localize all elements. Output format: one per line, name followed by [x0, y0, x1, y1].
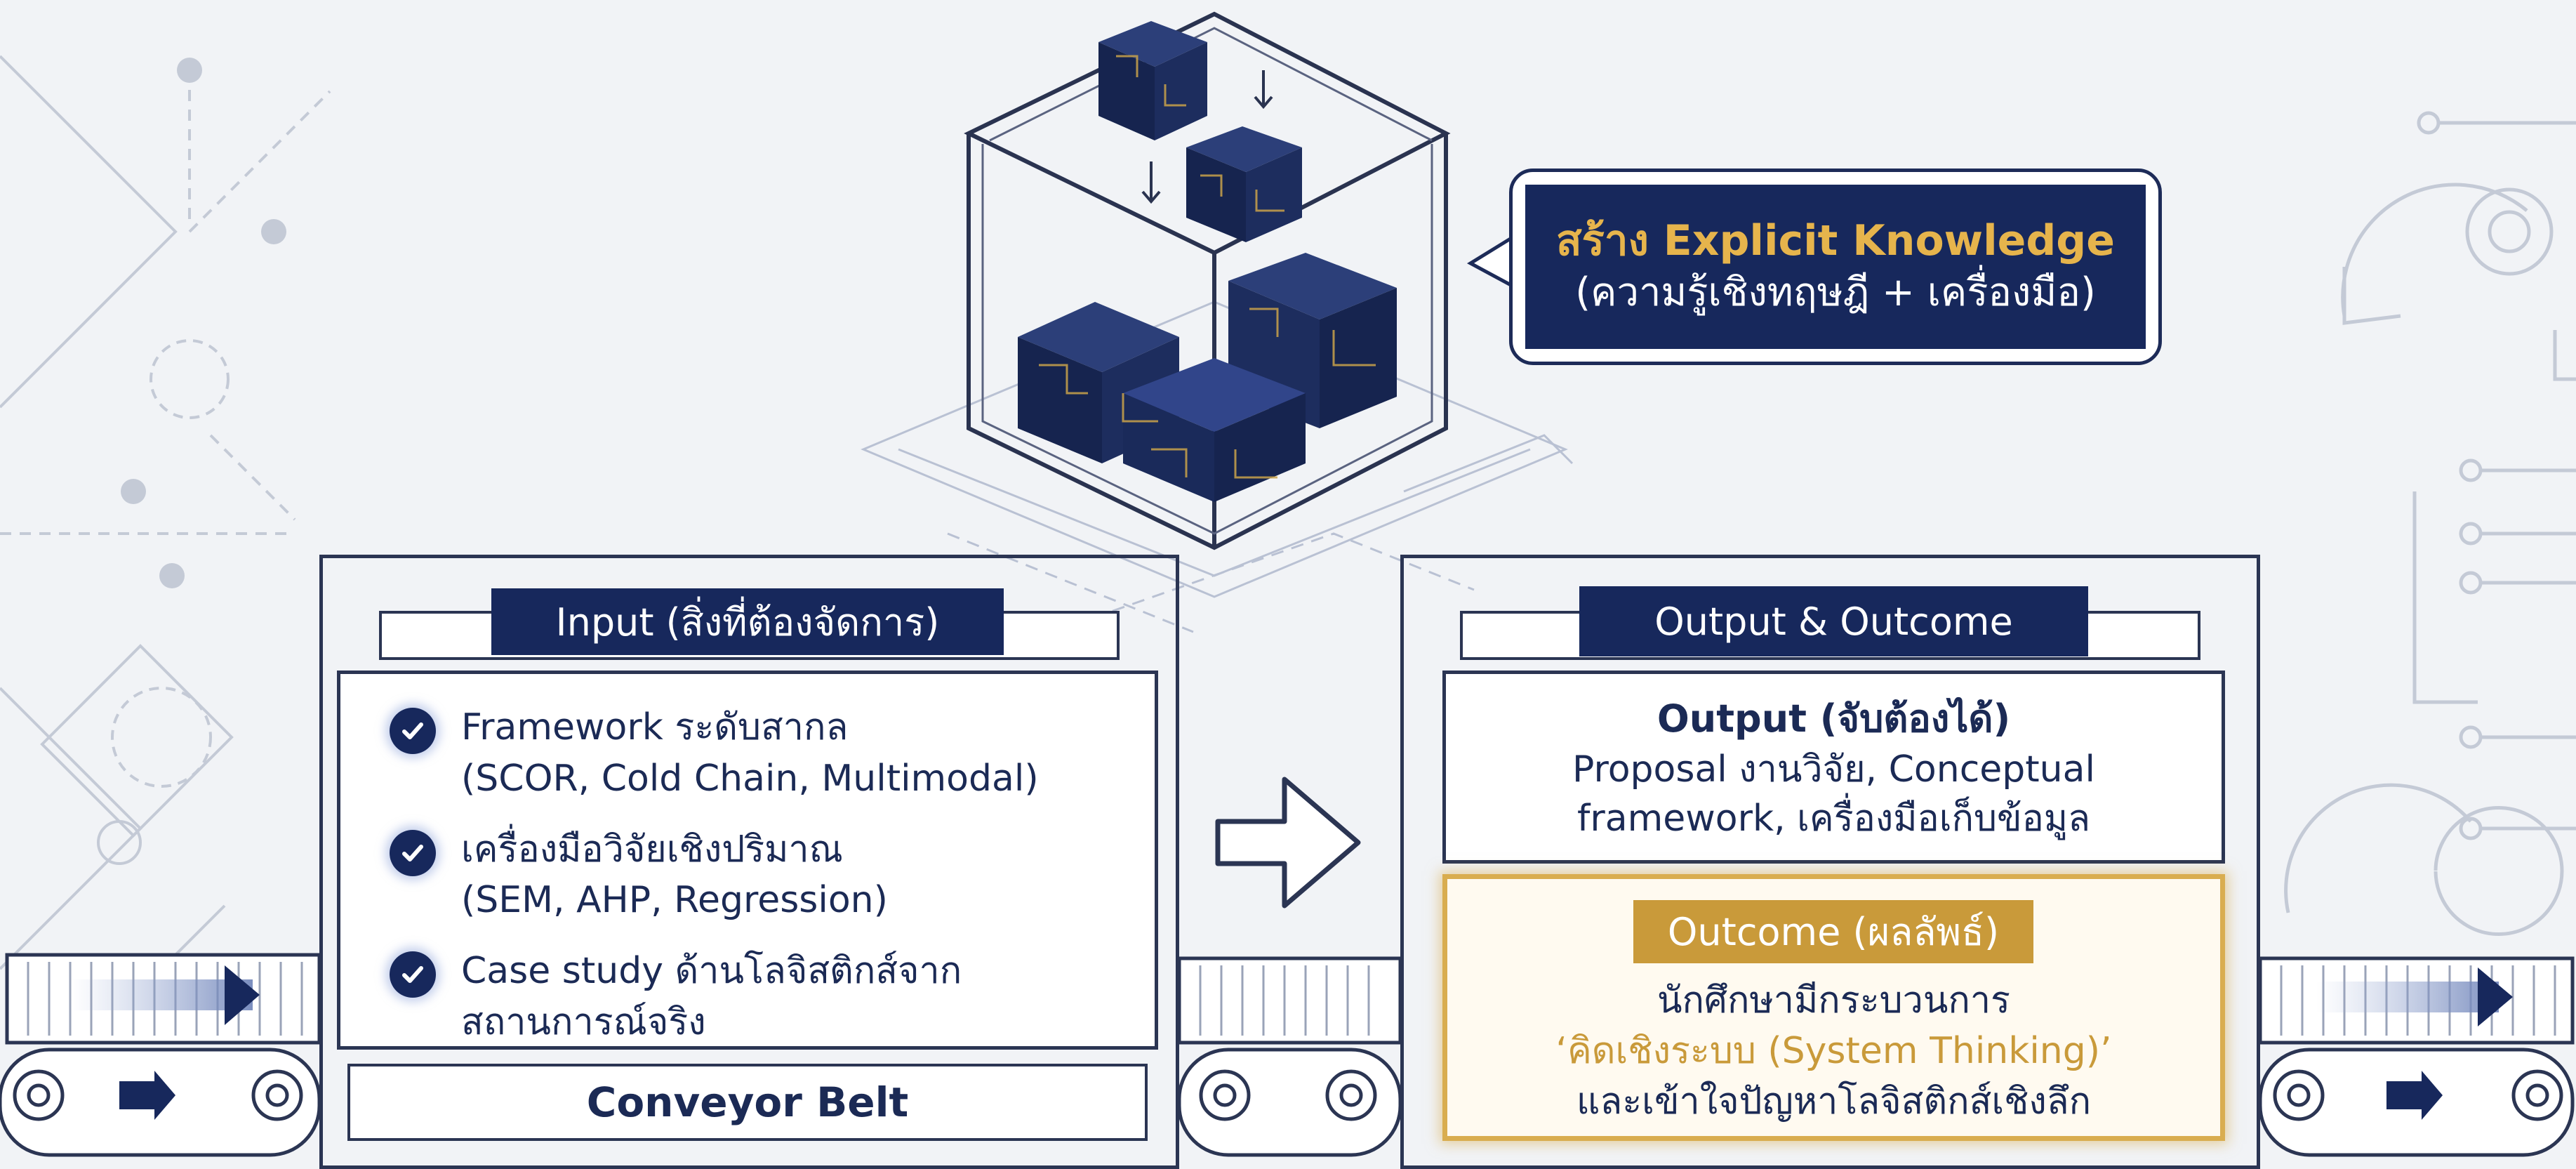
input-item: Framework ระดับสากล (SCOR, Cold Chain, M… [390, 702, 1155, 805]
input-panel-frame [319, 555, 1179, 1169]
gear-icon [13, 1069, 2563, 1121]
output-panel-frame [1400, 555, 2260, 1169]
input-panel-header: Input (สิ่งที่ต้องจัดการ) [491, 588, 1004, 655]
conveyor-belt-label: Conveyor Belt [586, 1078, 909, 1126]
input-panel-body: Framework ระดับสากล (SCOR, Cold Chain, M… [337, 671, 1158, 1050]
input-item: เครื่องมือวิจัยเชิงปริมาณ (SEM, AHP, Reg… [390, 824, 1155, 927]
arrow-right-icon [119, 1071, 175, 1120]
input-item: Case study ด้านโลจิสติกส์จาก สถานการณ์จร… [390, 946, 1155, 1048]
left-decoration-dots [121, 58, 286, 588]
check-icon [390, 708, 436, 754]
output-box: Output (จับต้องได้) Proposal งานวิจัย, C… [1442, 671, 2225, 864]
arrow-right-icon [2386, 1071, 2443, 1120]
callout-title: สร้าง Explicit Knowledge [1556, 216, 2115, 266]
check-icon [390, 951, 436, 998]
arrow-right-icon [1215, 777, 1361, 909]
arrow-right-icon [2478, 967, 2513, 1026]
conveyor-belt-left [0, 953, 321, 1157]
output-description: Proposal งานวิจัย, Conceptual framework,… [1572, 748, 2095, 840]
arrow-right-icon [225, 965, 260, 1025]
conveyor-belt-right [2258, 956, 2575, 1157]
output-title: Output (จับต้องได้) [1657, 696, 2011, 741]
callout-pointer [1466, 233, 1518, 290]
conveyor-belt-middle [1177, 956, 1402, 1157]
conveyor-belt [0, 953, 2575, 1157]
outcome-description: นักศึกษามีกระบวนการ ‘คิดเชิงระบบ (System… [1555, 979, 2112, 1123]
input-panel-footer: Conveyor Belt [347, 1064, 1148, 1141]
input-item-text: เครื่องมือวิจัยเชิงปริมาณ (SEM, AHP, Reg… [461, 828, 888, 922]
right-decoration [2284, 111, 2576, 936]
output-panel-header: Output & Outcome [1579, 586, 2088, 656]
input-item-text: Framework ระดับสากล (SCOR, Cold Chain, M… [461, 706, 1039, 800]
input-item-text: Case study ด้านโลจิสติกส์จาก สถานการณ์จร… [461, 950, 962, 1043]
cube-blocks [1018, 21, 1397, 502]
left-decoration [0, 55, 331, 977]
outcome-box: Outcome (ผลลัพธ์) นักศึกษามีกระบวนการ ‘ค… [1442, 874, 2225, 1141]
callout-subtitle: (ความรู้เชิงทฤษฎี + เครื่องมือ) [1575, 270, 2096, 316]
callout-content: สร้าง Explicit Knowledge (ความรู้เชิงทฤษ… [1525, 185, 2146, 349]
outcome-label: Outcome (ผลลัพธ์) [1633, 900, 2033, 963]
check-icon [390, 829, 436, 876]
explicit-knowledge-callout: สร้าง Explicit Knowledge (ความรู้เชิงทฤษ… [1509, 169, 2162, 365]
